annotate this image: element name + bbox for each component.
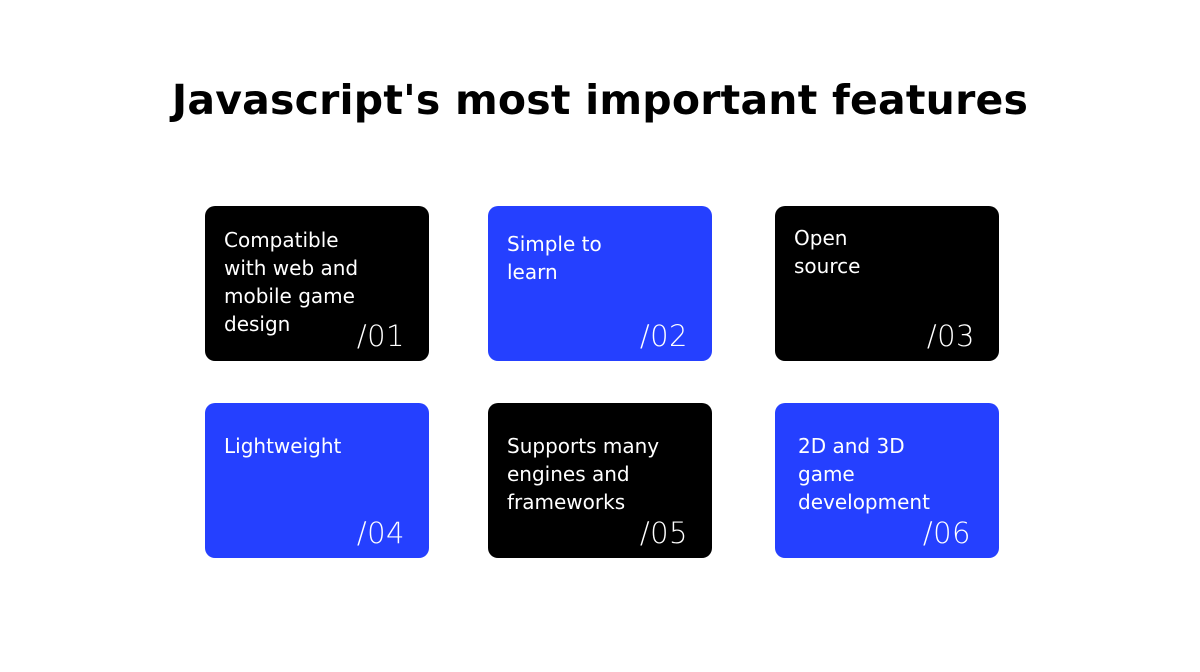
feature-label: Supports many engines and frameworks [507,434,660,514]
feature-card-02: Simple to learn /02 [488,206,712,361]
feature-card-04: Lightweight /04 [205,403,429,558]
feature-label: Simple to learn [507,232,602,284]
feature-number: /02 [639,319,688,353]
feature-label: Open source [794,226,861,278]
page-title: Javascript's most important features [171,76,1029,124]
feature-card-01: Compatible with web and mobile game desi… [205,206,429,361]
feature-card-05: Supports many engines and frameworks /05 [488,403,712,558]
feature-label: Compatible with web and mobile game desi… [224,228,359,336]
feature-card-03: Open source /03 [775,206,999,361]
feature-number: /06 [922,516,971,550]
feature-label: 2D and 3D game development [798,434,930,514]
feature-number: /04 [356,516,405,550]
feature-number: /05 [639,516,688,550]
feature-number: /01 [356,319,405,353]
feature-label: Lightweight [224,434,342,458]
feature-card-06: 2D and 3D game development /06 [775,403,999,558]
feature-number: /03 [926,319,975,353]
